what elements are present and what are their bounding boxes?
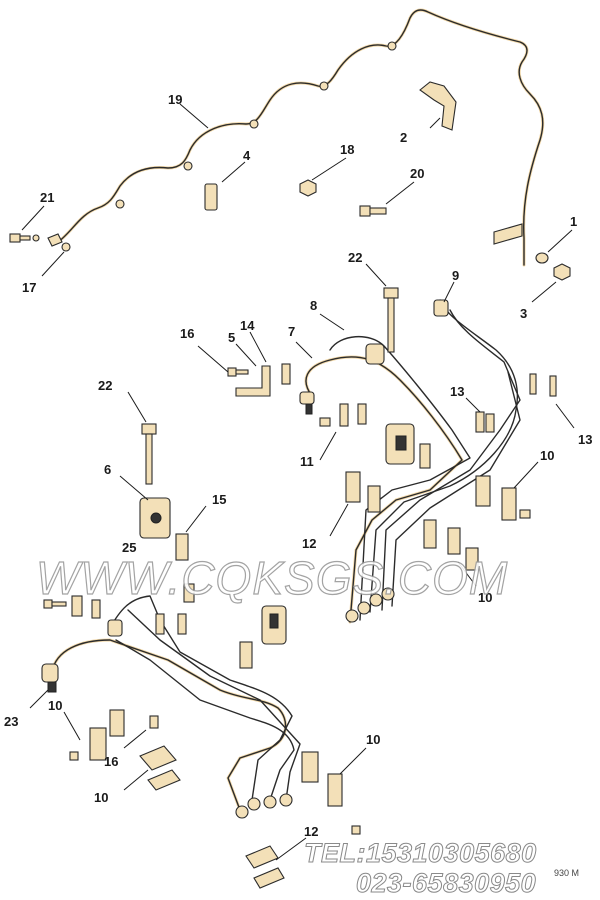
hex-nut bbox=[553, 263, 571, 281]
contact-tel: TEL:15310305680 bbox=[304, 838, 537, 868]
callout-6: 6 bbox=[104, 462, 111, 477]
watermark-text: WWW.CQKSGS.COM bbox=[36, 552, 508, 604]
fitting-upper-left bbox=[107, 619, 123, 637]
callout-5: 5 bbox=[228, 330, 235, 345]
fuel-drain-line-upper bbox=[47, 8, 545, 267]
clamp-bracket bbox=[419, 81, 457, 131]
callout-4: 4 bbox=[243, 148, 251, 163]
p-clamp bbox=[204, 183, 218, 211]
long-bolt-lower bbox=[141, 423, 157, 485]
callout-25: 25 bbox=[122, 540, 136, 555]
clamp-plate-10-mid bbox=[475, 475, 531, 521]
clamp-plate-12-mid bbox=[345, 471, 381, 513]
nozzle-fitting-7 bbox=[299, 391, 315, 415]
callout-8: 8 bbox=[310, 298, 317, 313]
callout-9: 9 bbox=[452, 268, 459, 283]
sealing-washer bbox=[61, 242, 71, 252]
callout-18: 18 bbox=[340, 142, 354, 157]
callout-10-mid-lower: 10 bbox=[478, 590, 492, 605]
callout-22-lower: 22 bbox=[98, 378, 112, 393]
callout-12-mid: 12 bbox=[302, 536, 316, 551]
fuel-injection-lines-lower bbox=[50, 595, 301, 812]
banjo-bolt bbox=[9, 233, 40, 243]
cap-screw bbox=[227, 367, 249, 377]
clamp-pair-14 bbox=[281, 363, 291, 385]
block-clamp bbox=[385, 423, 431, 469]
clamp-set-lower-mid bbox=[423, 519, 479, 571]
callout-14: 14 bbox=[240, 318, 255, 333]
clamp-set-lower bbox=[71, 583, 195, 635]
clamp-plate-10-lower-b bbox=[139, 745, 181, 791]
contact-phone: 023-65830950 bbox=[356, 868, 536, 898]
nozzle-fitting-9 bbox=[433, 299, 449, 317]
clamp-plate-10-lower-c bbox=[301, 751, 361, 835]
banjo-fitting-8 bbox=[365, 343, 385, 365]
callout-3: 3 bbox=[520, 306, 527, 321]
hex-nut bbox=[299, 179, 317, 197]
callout-11: 11 bbox=[300, 454, 314, 469]
callout-16-upper: 16 bbox=[180, 326, 194, 341]
callout-16-lower: 16 bbox=[104, 754, 118, 769]
injector-nozzle-tips-mid bbox=[345, 587, 395, 623]
fitting-23 bbox=[41, 663, 59, 693]
clamp-set-11 bbox=[319, 403, 367, 427]
block-clamp-lower bbox=[239, 605, 287, 669]
callout-21: 21 bbox=[40, 190, 54, 205]
callout-20: 20 bbox=[410, 166, 424, 181]
callout-15: 15 bbox=[212, 492, 226, 507]
callout-23: 23 bbox=[4, 714, 18, 729]
callout-19: 19 bbox=[168, 92, 182, 107]
clamp-set-13 bbox=[475, 373, 557, 433]
callout-12-lower: 12 bbox=[304, 824, 318, 839]
callout-2: 2 bbox=[400, 130, 407, 145]
callout-17: 17 bbox=[22, 280, 36, 295]
clamp-plate-12-lower bbox=[245, 845, 285, 889]
callout-10-mid-right: 10 bbox=[540, 448, 554, 463]
callout-10-lower-center: 10 bbox=[94, 790, 108, 805]
hose-clamp-5 bbox=[235, 365, 271, 397]
long-bolt-upper bbox=[383, 287, 399, 353]
callout-22-upper: 22 bbox=[348, 250, 362, 265]
callout-7: 7 bbox=[288, 324, 295, 339]
cap-screw-lower bbox=[43, 599, 67, 609]
callout-1: 1 bbox=[570, 214, 577, 229]
leader-lines bbox=[21, 103, 575, 861]
callout-10-lower-right: 10 bbox=[366, 732, 380, 747]
clamp-plate-15 bbox=[175, 533, 189, 561]
injector-nozzle-tips-lower bbox=[235, 793, 293, 819]
callout-10-lower-left: 10 bbox=[48, 698, 62, 713]
callout-13-right: 13 bbox=[578, 432, 592, 447]
support-block-6 bbox=[139, 497, 171, 539]
callout-13-left: 13 bbox=[450, 384, 464, 399]
clamp-plate-10-lower bbox=[69, 709, 159, 761]
figure-reference: 930 M bbox=[554, 868, 579, 878]
washer bbox=[535, 252, 549, 264]
mounting-bracket bbox=[493, 223, 523, 245]
fuel-injection-lines-mid bbox=[304, 299, 521, 624]
callout-labels: 19 2 4 18 20 21 17 1 3 22 8 9 7 14 5 16 … bbox=[4, 92, 592, 839]
hex-bolt bbox=[359, 205, 387, 217]
